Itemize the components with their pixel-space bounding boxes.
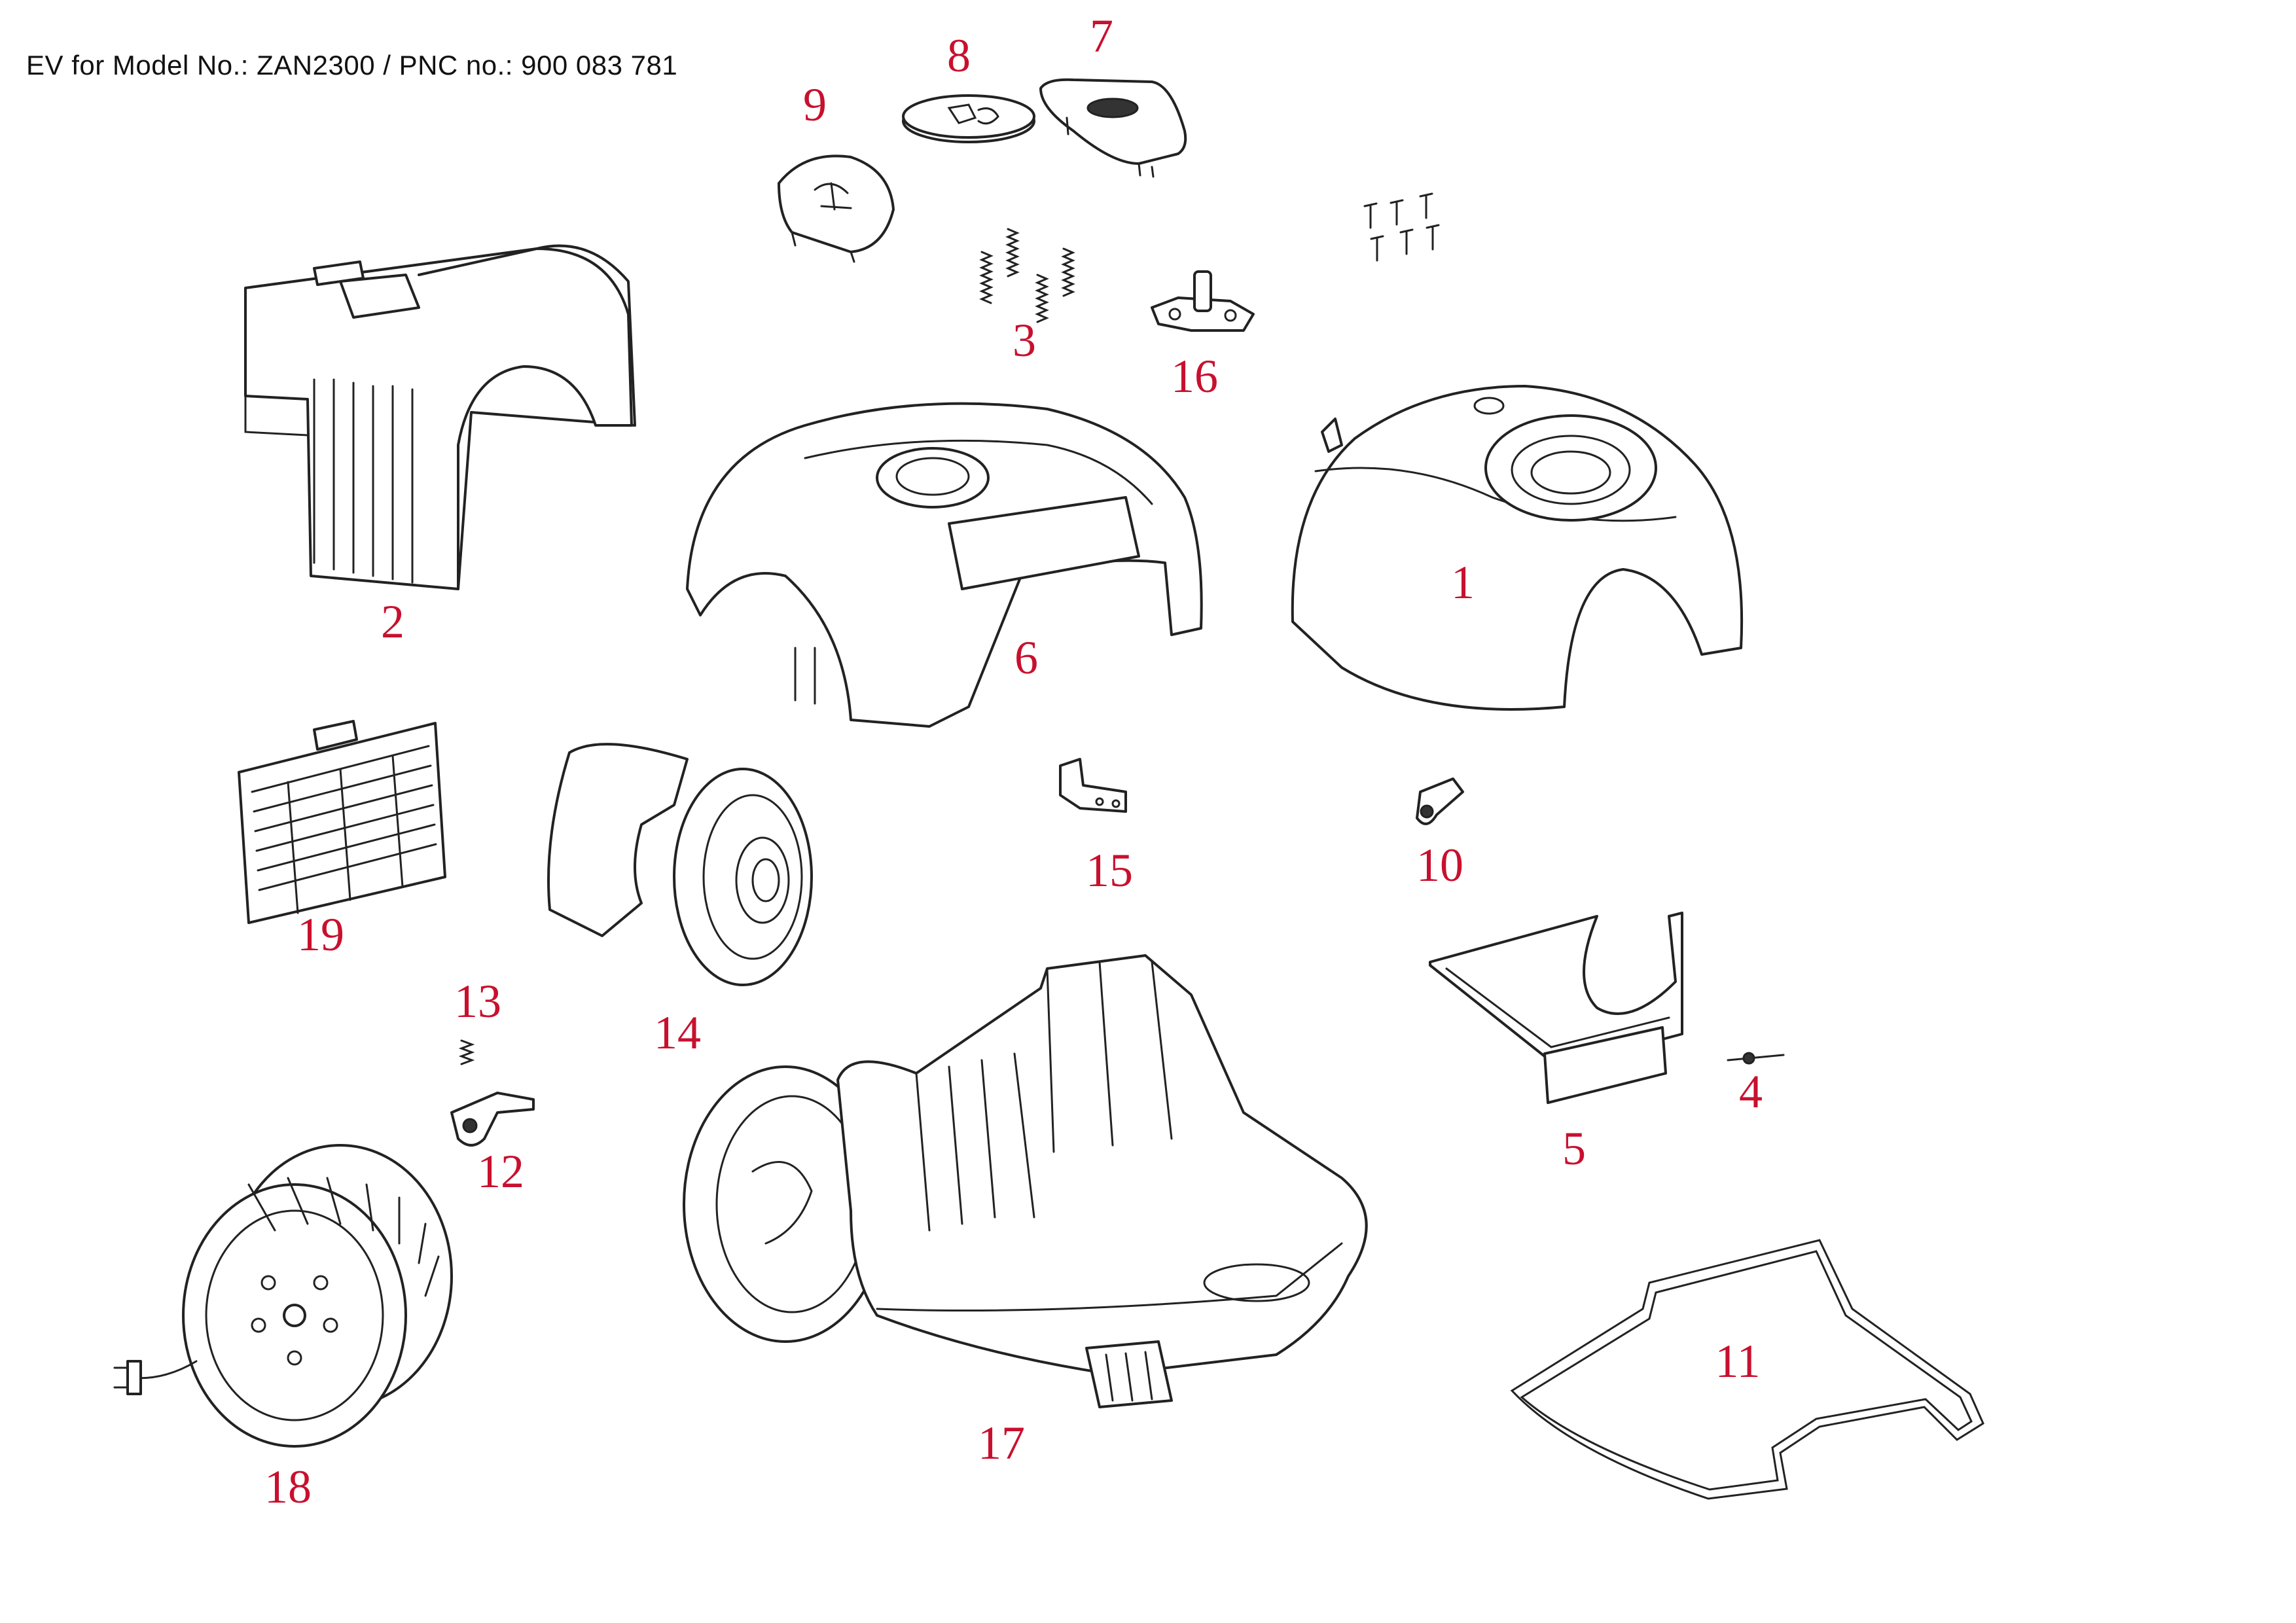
part-4-pin [1727,1052,1785,1065]
callout-5: 5 [1562,1122,1586,1175]
callout-9: 9 [803,79,827,131]
part-5-frame [1429,912,1683,1104]
part-19-filter-grille [238,720,446,924]
callout-10: 10 [1416,839,1463,891]
screws [1363,192,1440,262]
callout-1: 1 [1451,556,1475,609]
part-11-wire-frame [1510,1239,1984,1500]
part-6-top-housing [686,402,1203,728]
part-12-clip [450,1092,535,1147]
part-18-cord-reel [113,1144,453,1448]
callout-18: 18 [264,1461,312,1513]
part-17-base-body [683,954,1368,1408]
callout-19: 19 [297,908,344,961]
part-7-switch-cover [1039,78,1187,178]
part-8-disc [902,94,1035,143]
callout-2: 2 [381,596,404,648]
part-2-motor-housing [244,244,636,590]
part-16-bracket [1151,270,1255,332]
callout-6: 6 [1014,632,1038,684]
part-13-spring [458,1039,475,1065]
model-title: EV for Model No.: ZAN2300 / PNC no.: 900… [26,50,678,80]
callout-12: 12 [477,1145,524,1198]
callout-15: 15 [1086,844,1133,897]
part-15-small-bracket [1059,758,1127,813]
callout-11: 11 [1715,1335,1761,1387]
callout-7: 7 [1090,10,1113,62]
callout-16: 16 [1171,350,1218,402]
part-1-outer-cover [1291,385,1744,711]
part-3-springs [979,228,1075,323]
callout-13: 13 [454,975,501,1027]
part-14-motor [547,743,813,986]
callout-4: 4 [1739,1065,1763,1118]
callout-17: 17 [978,1417,1025,1469]
callout-3: 3 [1013,314,1036,366]
part-9-button-cap [778,154,895,263]
callout-8: 8 [947,29,971,82]
callout-14: 14 [654,1007,701,1059]
part-10-latch [1416,777,1464,825]
